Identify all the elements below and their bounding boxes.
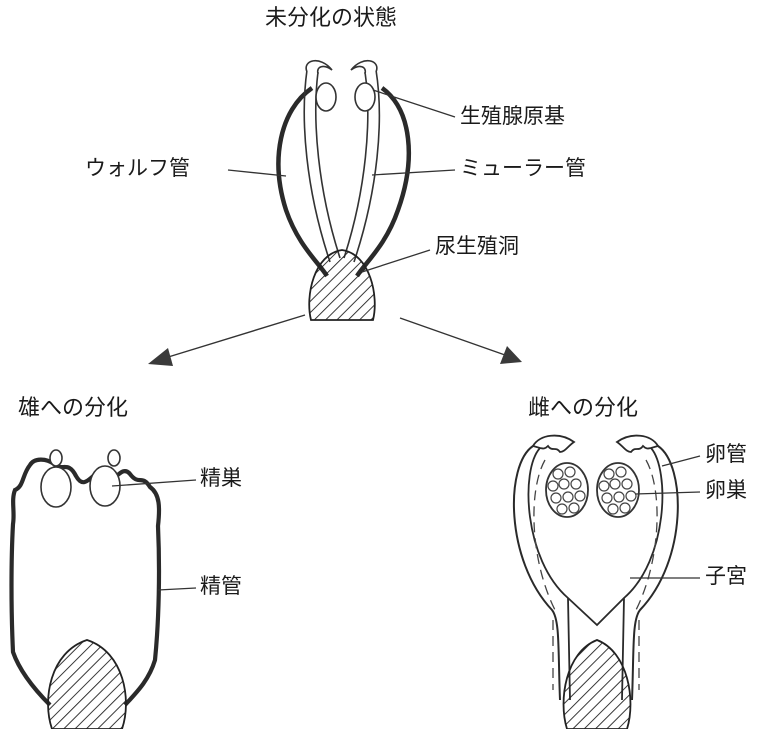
uterus-outline bbox=[513, 445, 679, 701]
label-urogenital-sinus: 尿生殖洞 bbox=[435, 234, 519, 258]
female-urogenital-sinus bbox=[562, 639, 632, 729]
label-wolffian-duct: ウォルフ管 bbox=[85, 156, 190, 180]
leader-urogenital-sinus bbox=[361, 249, 431, 273]
testis-right-head bbox=[107, 449, 121, 467]
arrow-to-male bbox=[164, 314, 306, 359]
female-structure bbox=[513, 434, 701, 729]
mullerian-top-left bbox=[305, 60, 333, 75]
urogenital-sinus bbox=[308, 249, 376, 321]
leader-testis bbox=[111, 479, 197, 487]
label-testis: 精巣 bbox=[200, 466, 242, 490]
male-urogenital-sinus bbox=[47, 639, 127, 729]
oviduct-right-top bbox=[615, 434, 660, 453]
gonad-primordium-right bbox=[354, 82, 376, 112]
label-vas-deferens: 精管 bbox=[200, 574, 242, 598]
leader-gonad-primordium bbox=[372, 89, 456, 118]
gonad-primordium-left bbox=[315, 82, 337, 112]
wolffian-duct-left bbox=[276, 86, 329, 278]
leader-wolffian-duct bbox=[227, 169, 287, 177]
leader-oviduct bbox=[661, 455, 701, 467]
title-undifferentiated: 未分化の状態 bbox=[265, 6, 398, 31]
undifferentiated-structure bbox=[227, 60, 456, 321]
male-structure bbox=[9, 449, 197, 729]
arrowhead-male bbox=[148, 348, 173, 366]
leader-vas-deferens bbox=[157, 587, 197, 591]
leader-ovary bbox=[634, 491, 701, 495]
ovary-left bbox=[545, 462, 589, 518]
mullerian-duct-right bbox=[353, 69, 381, 263]
mullerian-top-right bbox=[350, 60, 378, 75]
label-oviduct: 卵管 bbox=[705, 442, 747, 466]
female-dashed-right bbox=[635, 459, 658, 611]
oviduct-left-top bbox=[531, 434, 576, 453]
title-male: 雄への分化 bbox=[18, 396, 129, 421]
leader-mullerian-duct bbox=[371, 169, 456, 176]
label-uterus: 子宮 bbox=[705, 564, 747, 588]
female-dashed-left bbox=[533, 459, 556, 611]
label-ovary: 卵巣 bbox=[705, 478, 747, 502]
title-female: 雌への分化 bbox=[528, 396, 639, 421]
testis-left-head bbox=[49, 449, 63, 467]
vas-deferens bbox=[9, 457, 162, 707]
label-mullerian-duct: ミューラー管 bbox=[460, 156, 586, 180]
mullerian-duct-left bbox=[303, 69, 331, 263]
arrows bbox=[148, 314, 522, 366]
uterus-inner bbox=[527, 447, 664, 701]
wolffian-duct-right bbox=[355, 86, 412, 278]
testis-left bbox=[40, 466, 72, 508]
arrowhead-female bbox=[500, 346, 522, 364]
label-gonad-primordium: 生殖腺原基 bbox=[460, 104, 565, 128]
arrow-to-female bbox=[399, 317, 506, 356]
ovary-right bbox=[596, 462, 640, 518]
